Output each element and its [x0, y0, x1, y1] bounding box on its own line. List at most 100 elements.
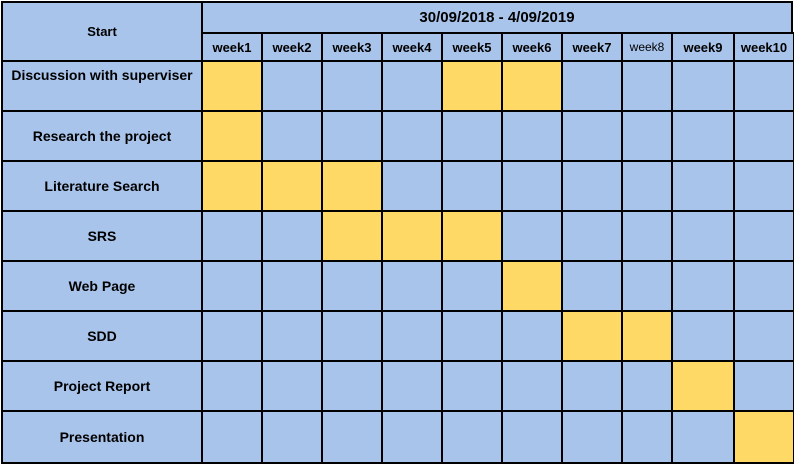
empty-cell	[621, 410, 673, 464]
empty-cell	[261, 260, 323, 312]
task-label-cell: Project Report	[1, 360, 203, 412]
empty-cell	[441, 410, 503, 464]
week-label: week3	[332, 39, 372, 55]
empty-cell	[671, 260, 735, 312]
empty-cell	[501, 210, 563, 262]
task-label: Research the project	[32, 128, 172, 144]
empty-cell	[381, 310, 443, 362]
empty-cell	[201, 410, 263, 464]
empty-cell	[621, 210, 673, 262]
task-label: SDD	[87, 328, 117, 344]
empty-cell	[501, 160, 563, 212]
empty-cell	[381, 110, 443, 162]
empty-cell	[671, 410, 735, 464]
scheduled-cell	[321, 210, 383, 262]
empty-cell	[671, 210, 735, 262]
scheduled-cell	[321, 160, 383, 212]
empty-cell	[733, 110, 794, 162]
week-header-10: week10	[733, 32, 794, 62]
task-label-cell: SRS	[1, 210, 203, 262]
empty-cell	[501, 410, 563, 464]
scheduled-cell	[201, 60, 263, 112]
empty-cell	[321, 360, 383, 412]
empty-cell	[561, 60, 623, 112]
start-header: Start	[1, 1, 203, 62]
task-label: Presentation	[59, 429, 145, 445]
scheduled-cell	[441, 60, 503, 112]
empty-cell	[201, 210, 263, 262]
empty-cell	[381, 360, 443, 412]
week-label: week7	[572, 39, 612, 55]
empty-cell	[321, 260, 383, 312]
week-label: week6	[512, 39, 552, 55]
empty-cell	[501, 360, 563, 412]
start-label: Start	[87, 24, 117, 39]
empty-cell	[733, 210, 794, 262]
empty-cell	[561, 210, 623, 262]
task-label: Web Page	[68, 278, 136, 294]
empty-cell	[671, 160, 735, 212]
task-label: Discussion with superviser	[11, 67, 193, 83]
scheduled-cell	[261, 160, 323, 212]
empty-cell	[501, 110, 563, 162]
empty-cell	[621, 160, 673, 212]
empty-cell	[381, 410, 443, 464]
scheduled-cell	[201, 160, 263, 212]
empty-cell	[201, 260, 263, 312]
scheduled-cell	[561, 310, 623, 362]
task-label: Literature Search	[44, 178, 160, 194]
empty-cell	[561, 110, 623, 162]
empty-cell	[501, 310, 563, 362]
date-range-header: 30/09/2018 - 4/09/2019	[201, 1, 793, 34]
task-label-cell: Discussion with superviser	[1, 60, 203, 112]
task-label-cell: SDD	[1, 310, 203, 362]
empty-cell	[441, 310, 503, 362]
empty-cell	[321, 110, 383, 162]
week-header-2: week2	[261, 32, 323, 62]
task-label: SRS	[87, 228, 117, 244]
empty-cell	[261, 410, 323, 464]
empty-cell	[261, 210, 323, 262]
scheduled-cell	[621, 310, 673, 362]
week-label: week5	[452, 39, 492, 55]
empty-cell	[671, 110, 735, 162]
empty-cell	[733, 160, 794, 212]
empty-cell	[733, 260, 794, 312]
task-label-cell: Web Page	[1, 260, 203, 312]
week-header-7: week7	[561, 32, 623, 62]
empty-cell	[261, 60, 323, 112]
week-header-3: week3	[321, 32, 383, 62]
empty-cell	[621, 60, 673, 112]
empty-cell	[621, 360, 673, 412]
scheduled-cell	[733, 410, 794, 464]
week-header-5: week5	[441, 32, 503, 62]
week-header-4: week4	[381, 32, 443, 62]
empty-cell	[381, 160, 443, 212]
scheduled-cell	[441, 210, 503, 262]
empty-cell	[441, 360, 503, 412]
week-header-9: week9	[671, 32, 735, 62]
task-label-cell: Presentation	[1, 410, 203, 464]
empty-cell	[621, 110, 673, 162]
empty-cell	[671, 60, 735, 112]
date-range: 30/09/2018 - 4/09/2019	[419, 9, 575, 26]
empty-cell	[261, 110, 323, 162]
scheduled-cell	[501, 60, 563, 112]
empty-cell	[201, 310, 263, 362]
empty-cell	[321, 60, 383, 112]
task-label-cell: Literature Search	[1, 160, 203, 212]
task-label: Project Report	[53, 378, 151, 394]
empty-cell	[381, 60, 443, 112]
empty-cell	[561, 260, 623, 312]
week-header-1: week1	[201, 32, 263, 62]
empty-cell	[261, 310, 323, 362]
week-header-6: week6	[501, 32, 563, 62]
empty-cell	[441, 160, 503, 212]
empty-cell	[621, 260, 673, 312]
empty-cell	[561, 360, 623, 412]
empty-cell	[321, 310, 383, 362]
task-label-cell: Research the project	[1, 110, 203, 162]
week-label: week4	[392, 39, 432, 55]
week-label: week8	[629, 40, 665, 54]
